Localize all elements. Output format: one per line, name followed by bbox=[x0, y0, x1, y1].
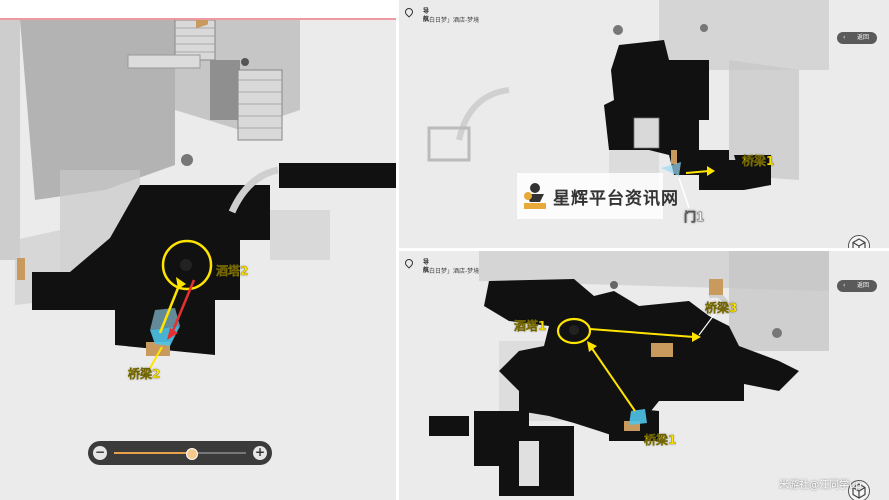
route-arrow bbox=[590, 346, 636, 412]
watermark: 星辉平台资讯网 bbox=[517, 173, 678, 219]
back-button[interactable]: ‹ 返回 bbox=[837, 32, 877, 44]
cube-icon bbox=[852, 483, 866, 499]
map-floor-plan bbox=[0, 0, 396, 500]
waypoint-icon[interactable] bbox=[181, 154, 193, 166]
back-arrow-icon: ‹ bbox=[843, 282, 846, 289]
label-bridge-3: 桥梁3 bbox=[705, 301, 738, 315]
back-label: 返回 bbox=[856, 282, 869, 289]
route-arrow bbox=[158, 282, 182, 334]
route-overlay bbox=[678, 166, 715, 209]
tower-highlight-ring bbox=[556, 317, 592, 345]
zoom-handle[interactable] bbox=[185, 448, 198, 460]
zoom-in-button[interactable]: + bbox=[253, 445, 267, 460]
map-view-bottom-right[interactable]: 导航 「白日梦」酒店-梦境 ‹ 返回 酒塔1 桥梁3 桥梁1 bbox=[399, 251, 889, 500]
window-top-strip bbox=[0, 0, 396, 20]
nav-subtitle: 「白日梦」酒店-梦境 bbox=[423, 17, 480, 24]
waypoint-icon[interactable] bbox=[241, 58, 249, 66]
label-bridge-1: 桥梁1 bbox=[742, 154, 775, 168]
tower-waypoint-icon bbox=[569, 325, 579, 335]
door-pointer bbox=[678, 177, 690, 209]
tower-waypoint-icon bbox=[180, 259, 192, 271]
label-bridge-2: 桥梁2 bbox=[128, 367, 161, 381]
back-arrow-icon: ‹ bbox=[843, 34, 846, 41]
back-label: 返回 bbox=[856, 34, 869, 41]
nav-title: 导航 bbox=[423, 8, 430, 23]
label-bridge-1: 桥梁1 bbox=[644, 433, 677, 447]
chess-piece-logo-icon bbox=[524, 183, 546, 209]
view-toggle-button[interactable] bbox=[848, 480, 870, 500]
tower-highlight-ring bbox=[161, 239, 213, 291]
route-arrow bbox=[589, 328, 695, 338]
location-pin-icon bbox=[403, 6, 415, 18]
navigation-header: 导航 「白日梦」酒店-梦境 bbox=[403, 257, 479, 275]
route-overlay bbox=[556, 310, 718, 412]
label-tower-2: 酒塔2 bbox=[216, 264, 249, 278]
zoom-track[interactable] bbox=[114, 448, 246, 460]
map-view-top-right[interactable]: 导航 「白日梦」酒店-梦境 ‹ 返回 桥梁1 门1 bbox=[399, 0, 889, 251]
route-overlay bbox=[149, 58, 249, 369]
navigation-header: 导航 「白日梦」酒店-梦境 bbox=[403, 6, 479, 24]
map-floor-plan bbox=[399, 251, 889, 500]
nav-title: 导航 bbox=[423, 259, 430, 274]
credit-text: 米游社@江同学up bbox=[779, 480, 862, 491]
watermark-text: 星辉平台资讯网 bbox=[553, 189, 679, 209]
label-tower-1: 酒塔1 bbox=[514, 319, 547, 333]
view-toggle-button[interactable] bbox=[848, 235, 870, 248]
zoom-fill bbox=[114, 452, 191, 454]
zoom-out-button[interactable]: − bbox=[93, 445, 107, 460]
map-view-left[interactable]: 酒塔2 桥梁2 − + bbox=[0, 0, 399, 500]
back-button[interactable]: ‹ 返回 bbox=[837, 280, 877, 292]
cube-icon bbox=[852, 238, 866, 248]
zoom-slider[interactable]: − + bbox=[88, 441, 272, 465]
location-pin-icon bbox=[403, 257, 415, 269]
label-door-1: 门1 bbox=[684, 210, 705, 224]
route-arrow bbox=[685, 170, 710, 174]
nav-subtitle: 「白日梦」酒店-梦境 bbox=[423, 268, 480, 275]
return-arrow bbox=[170, 279, 196, 334]
